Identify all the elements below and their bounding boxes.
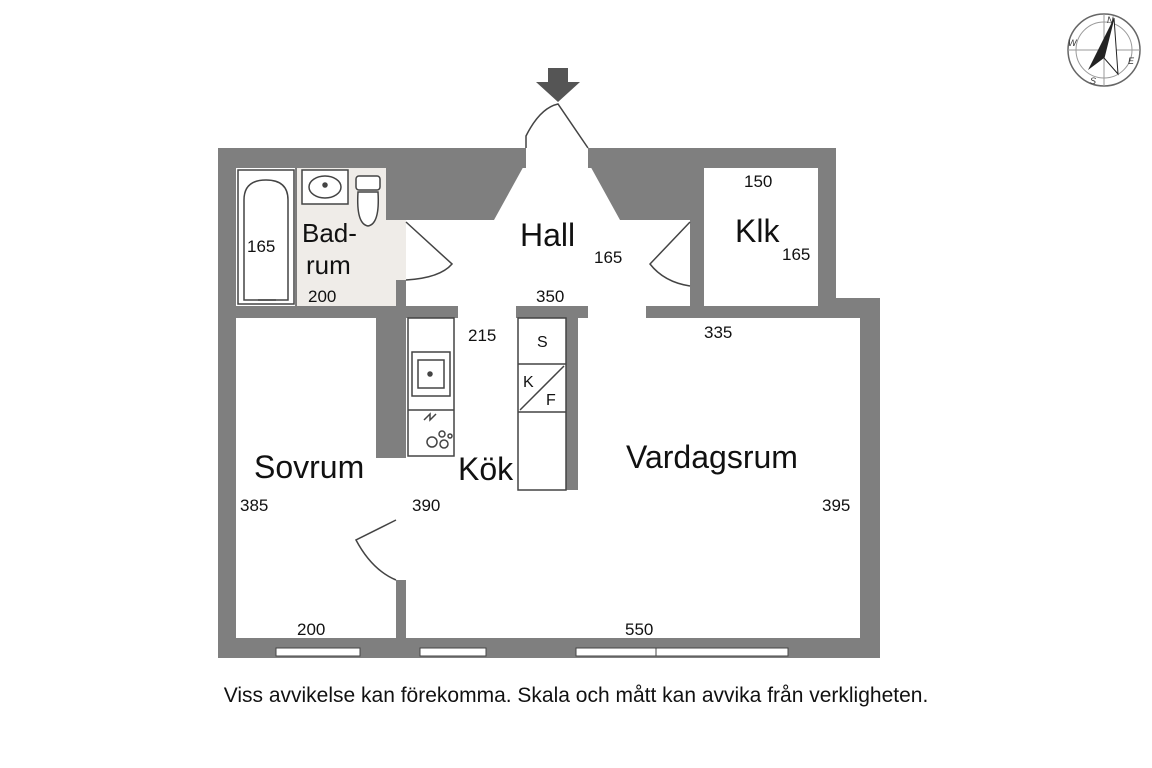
dim-living-width: 550 [625,620,653,639]
compass-s: S [1090,76,1096,86]
wall-outer-right-upper [818,148,836,318]
dim-klk-depth: 165 [782,245,810,264]
appliance-column [517,317,567,491]
appliance-f: F [546,392,556,409]
bathtub [237,169,295,305]
dim-kitchen-length: 390 [412,496,440,515]
room-klk: Klk [735,213,780,249]
room-vardagsrum: Vardagsrum [626,439,798,475]
appliance-k: K [523,374,534,391]
dim-living-depth: 395 [822,496,850,515]
entrance-splay-left [388,148,526,220]
door-entrance [525,103,589,149]
kitchen-counter [407,317,455,457]
wall-outer-top-right [588,148,836,168]
toilet [355,175,381,227]
dim-bedroom-width: 200 [297,620,325,639]
door-klk [649,221,691,287]
disclaimer-text: Viss avvikelse kan förekomma. Skala och … [223,684,929,707]
wall-klk-left [690,166,704,308]
dim-bath-width: 200 [308,287,336,306]
dim-living-top: 335 [704,323,732,342]
wall-outer-right-lower [860,298,880,658]
room-kok: Kök [458,451,514,487]
appliance-s: S [537,334,548,351]
compass-w: W [1068,38,1078,48]
room-badrum-line2: rum [306,250,351,280]
room-hall: Hall [520,217,575,253]
bathroom-floor-corner [386,220,406,306]
door-bedroom [354,519,397,581]
room-sovrum: Sovrum [254,449,364,485]
wall-outer-top-left [218,148,526,168]
room-badrum-line1: Bad- [302,218,357,248]
wall-bath-right [386,166,406,220]
window-living [575,647,789,657]
window-kitchen [419,647,487,657]
wall-outer-left [218,148,236,658]
wall-bedroom-right-low [396,580,406,640]
dim-hall-depth: 165 [594,248,622,267]
dim-klk-width: 150 [744,172,772,191]
walls [218,148,880,658]
dim-bedroom-depth: 385 [240,496,268,515]
windows [275,647,789,657]
dim-kitchen-depth: 215 [468,326,496,345]
compass-icon: N W S E [1067,13,1141,87]
wall-kitchen-divider [566,318,578,490]
floor-plan: S K F Hall Klk Bad- rum Kök Sovrum Varda… [218,13,1141,658]
entrance-arrow-icon [536,68,580,102]
doors [354,103,691,581]
door-bathroom [405,221,454,281]
wall-bath-right-low [396,280,406,310]
wall-bath-bottom [236,306,458,318]
compass-e: E [1128,56,1135,66]
window-bedroom [275,647,361,657]
compass-n: N [1107,15,1114,25]
entrance-splay-right [588,148,702,220]
wall-klk-bottom [646,306,836,318]
wall-bedroom-right [376,318,406,458]
dim-bath-tub: 165 [247,237,275,256]
hob-plate [426,436,438,448]
dim-hall-width: 350 [536,287,564,306]
washbasin [301,169,349,205]
wall-kitchen-top [516,306,588,318]
